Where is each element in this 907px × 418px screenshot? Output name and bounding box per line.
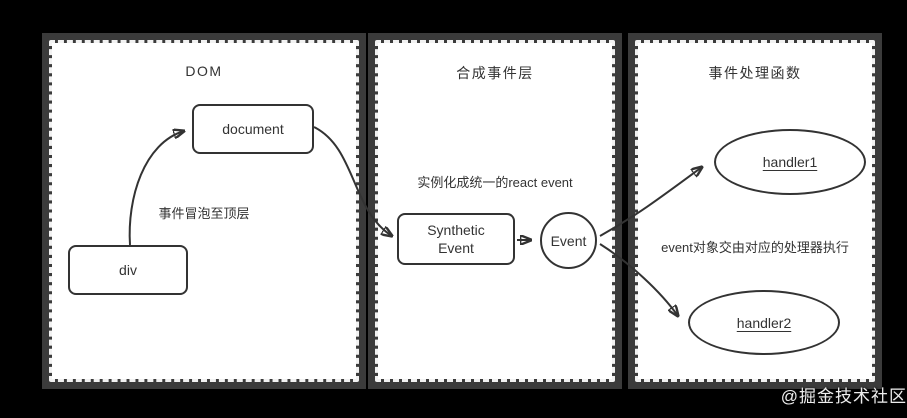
panel-handlers-body: 事件处理函数 handler1 handler2 event对象交由对应的处理器… xyxy=(635,40,875,382)
node-handler1-label: handler1 xyxy=(762,154,818,170)
annotation-bubble-to-top: 事件冒泡至顶层 xyxy=(158,206,250,221)
panel-synthetic-layer: 合成事件层 实例化成统一的react event Synthetic Event… xyxy=(368,33,622,389)
panel-synthetic-layer-body: 合成事件层 实例化成统一的react event Synthetic Event… xyxy=(375,40,615,382)
panel-dom-body: DOM document div 事件冒泡至顶层 xyxy=(49,40,359,382)
panel-dom: DOM document div 事件冒泡至顶层 xyxy=(42,33,366,389)
node-document-label: document xyxy=(222,121,284,137)
node-div-label: div xyxy=(119,262,137,278)
node-synthetic-event: Synthetic Event xyxy=(397,213,515,265)
panel-handlers-title: 事件处理函数 xyxy=(708,65,802,81)
node-handler1: handler1 xyxy=(714,129,866,195)
watermark: @掘金技术社区 xyxy=(780,387,907,406)
node-event-circle: Event xyxy=(540,212,597,269)
node-document: document xyxy=(192,104,314,154)
node-handler2-label: handler2 xyxy=(736,314,792,331)
panel-synthetic-layer-title: 合成事件层 xyxy=(456,65,534,81)
annotation-dispatch-to-handlers: event对象交由对应的处理器执行 xyxy=(661,240,849,255)
panel-handlers: 事件处理函数 handler1 handler2 event对象交由对应的处理器… xyxy=(628,33,882,389)
panel-dom-title: DOM xyxy=(185,63,223,79)
annotation-instantiate-react-event: 实例化成统一的react event xyxy=(417,175,573,190)
node-synthetic-event-label: Synthetic Event xyxy=(427,222,485,256)
node-div: div xyxy=(68,245,188,295)
node-event-circle-label: Event xyxy=(550,232,587,249)
node-handler2: handler2 xyxy=(688,290,840,355)
